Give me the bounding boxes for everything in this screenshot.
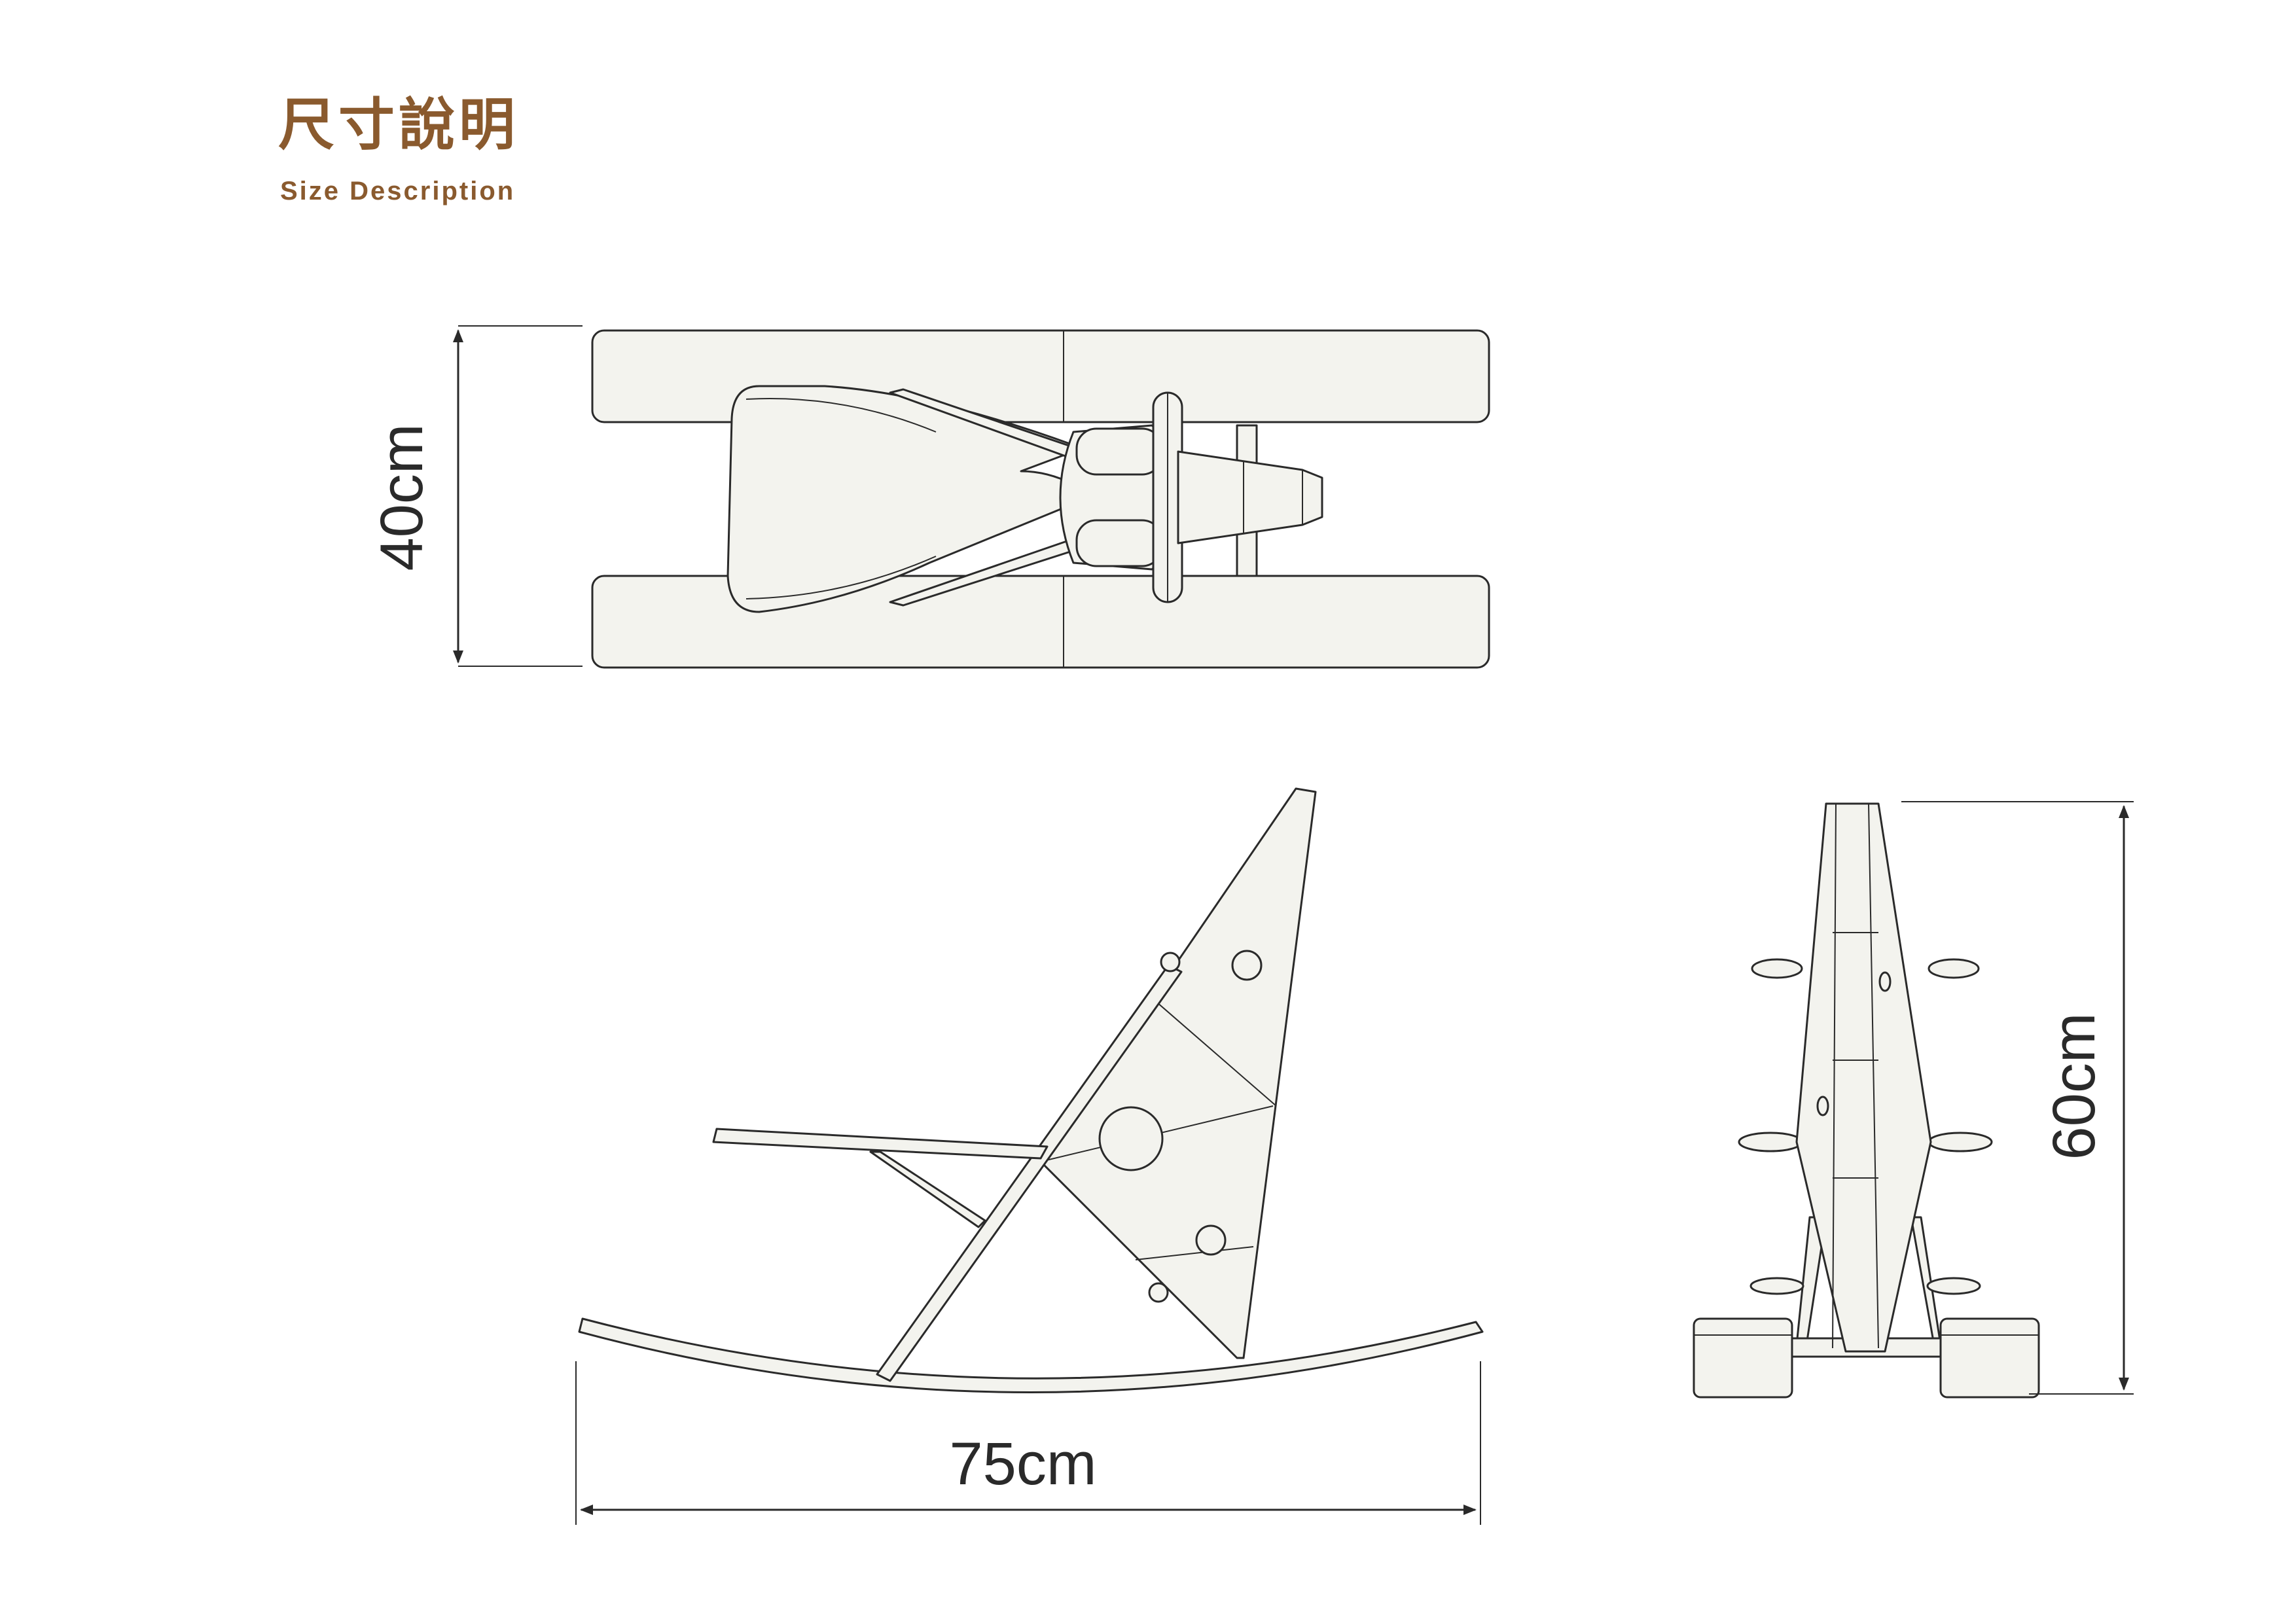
leg-side xyxy=(876,964,1183,1382)
height-label: 60cm xyxy=(2041,1013,2108,1160)
side-view xyxy=(578,787,1484,1393)
front-view xyxy=(1693,802,2040,1399)
seat-side xyxy=(712,1128,1049,1160)
height-dimension xyxy=(1901,801,2134,1395)
length-label: 75cm xyxy=(950,1431,1097,1497)
width-dimension xyxy=(453,325,583,667)
page-title: 尺寸說明 xyxy=(278,92,519,158)
top-view xyxy=(591,329,1490,669)
width-label: 40cm xyxy=(368,424,435,571)
peg-lower xyxy=(1148,1282,1169,1303)
peg-upper xyxy=(1160,952,1181,972)
rocker-side xyxy=(578,1317,1484,1393)
bottom-rail xyxy=(591,575,1490,669)
horse-head-side xyxy=(1039,787,1317,1359)
center-hole xyxy=(1098,1106,1164,1171)
eye-hole xyxy=(1231,950,1263,981)
rocker-front-left xyxy=(1693,1317,1793,1399)
length-dimension xyxy=(575,1361,1481,1525)
lower-hole xyxy=(1195,1224,1227,1256)
handle-front-left xyxy=(1751,958,1803,979)
rocker-front-right xyxy=(1939,1317,2040,1399)
page-subtitle: Size Description xyxy=(280,177,516,205)
top-rail xyxy=(591,329,1490,423)
horse-body-front xyxy=(1795,802,1932,1353)
horse-head-top xyxy=(1177,450,1323,544)
handle-front-right xyxy=(1928,958,1980,979)
